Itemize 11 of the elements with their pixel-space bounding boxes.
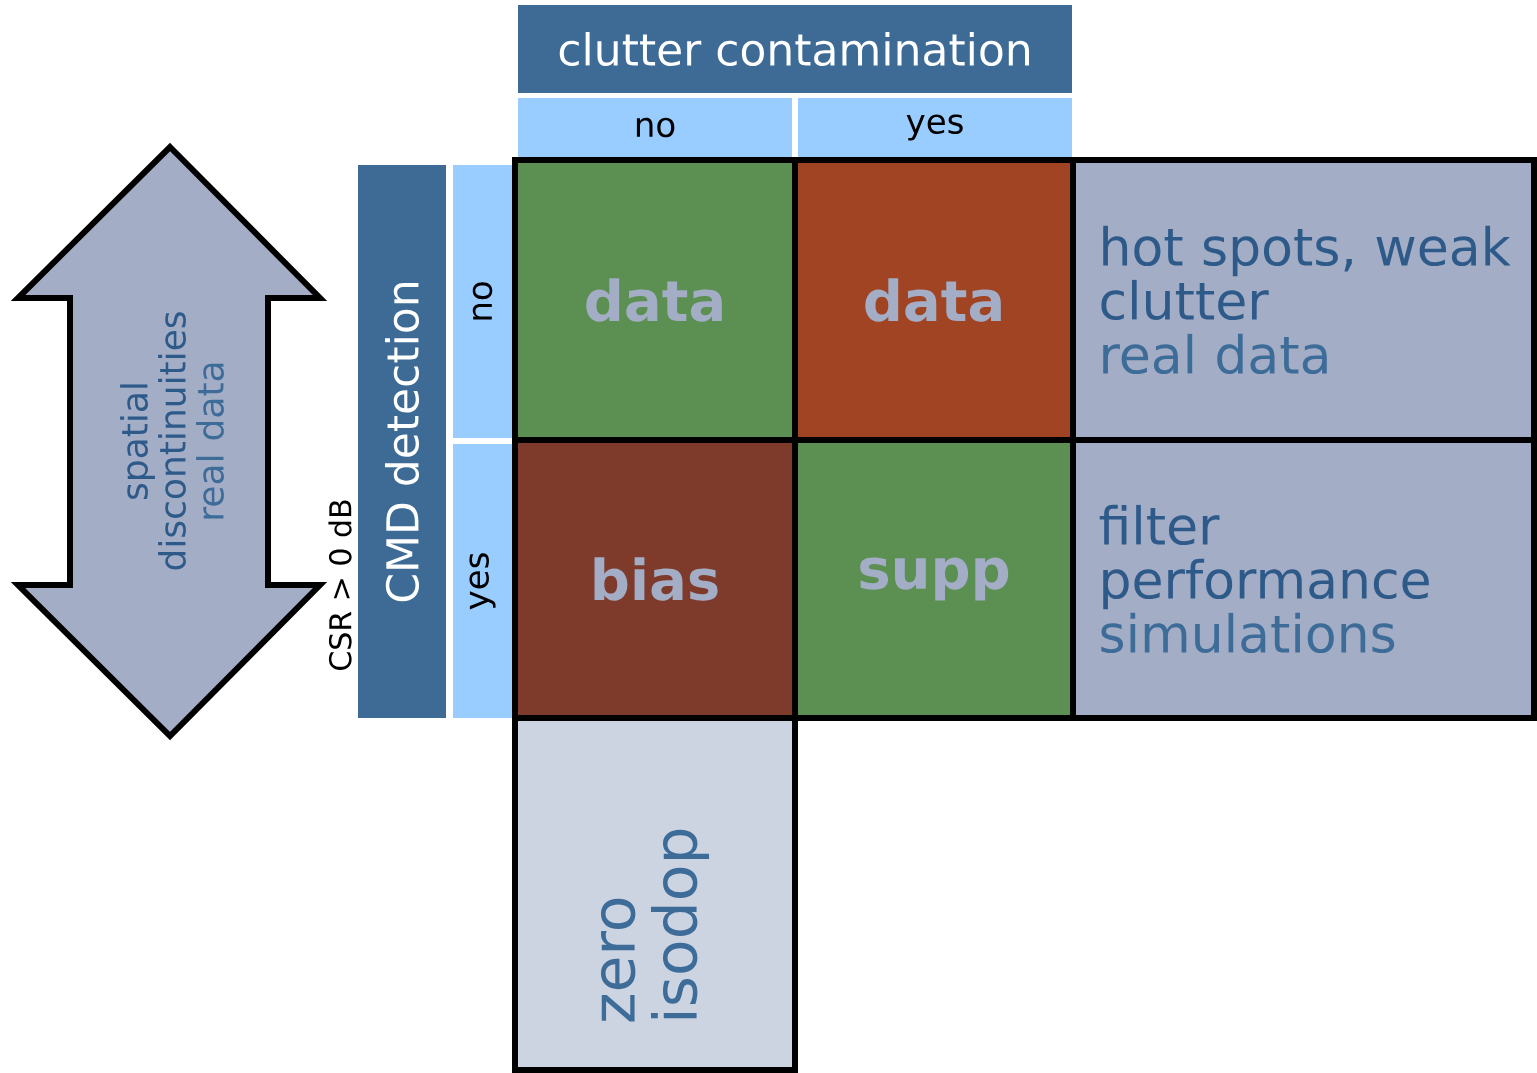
matrix-cell: data — [512, 157, 798, 443]
row-header: no — [453, 165, 512, 438]
header-bar: clutter contamination — [518, 5, 1072, 93]
note-panel: hot spots, weak clutter real data — [1070, 157, 1537, 443]
axis-label: CSR > 0 dB — [328, 500, 352, 670]
row-header: yes — [453, 444, 512, 718]
note-panel: zero isodop — [512, 715, 798, 1073]
note-panel: filter performance simulations — [1070, 437, 1537, 721]
column-header: yes — [798, 98, 1072, 157]
header-bar: CMD detection — [358, 165, 446, 718]
column-header: no — [518, 98, 792, 157]
